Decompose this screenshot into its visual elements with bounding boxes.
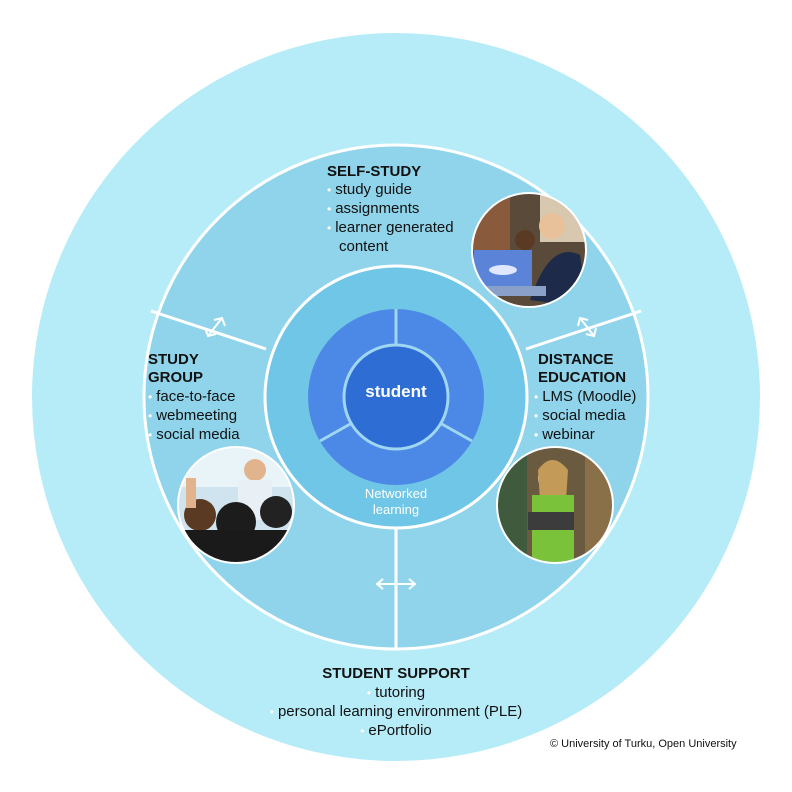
- bidirectional-arrow-icon: [204, 316, 226, 338]
- sector-divider-upper-right: [525, 309, 642, 351]
- study-group-item: •social media: [148, 426, 240, 443]
- bidirectional-arrow-icon: [375, 578, 417, 590]
- self-study-item-continuation: content: [339, 238, 389, 255]
- study-group-title: GROUP: [148, 369, 204, 386]
- distance-education-item: •LMS (Moodle): [534, 388, 637, 405]
- student-support-item: •tutoring: [366, 684, 426, 701]
- student-ring-divider-left: [319, 421, 353, 443]
- self-study-item: •learner generated: [327, 219, 454, 236]
- student-support-title: STUDENT SUPPORT: [322, 665, 470, 682]
- self-study-title: SELF-STUDY: [327, 163, 422, 180]
- study-group-item: •face-to-face: [148, 388, 236, 405]
- distance-education-title: EDUCATION: [538, 369, 627, 386]
- student-support-item: •ePortfolio: [360, 722, 432, 739]
- networked-learning-line: learning: [372, 502, 420, 517]
- student-ring-divider-right: [439, 421, 473, 443]
- student-core: [342, 343, 450, 451]
- student-support-item: •personal learning environment (PLE): [269, 703, 523, 720]
- distance-education-item: •social media: [534, 407, 626, 424]
- study-group-item: •webmeeting: [148, 407, 238, 424]
- copyright-notice: © University of Turku, Open University: [550, 738, 737, 750]
- distance-education-title: DISTANCE: [538, 351, 614, 368]
- self-study-item: •study guide: [327, 181, 412, 198]
- sector-divider-upper-left: [150, 309, 267, 351]
- networked-learning-line: Networked: [364, 486, 428, 501]
- networked-learning-label: Networked learning: [330, 486, 462, 518]
- study-group-title: STUDY: [148, 351, 199, 368]
- bidirectional-arrow-icon: [577, 316, 597, 338]
- student-label: student: [365, 382, 427, 401]
- self-study-item: •assignments: [327, 200, 420, 217]
- distance-education-item: •webinar: [534, 426, 595, 443]
